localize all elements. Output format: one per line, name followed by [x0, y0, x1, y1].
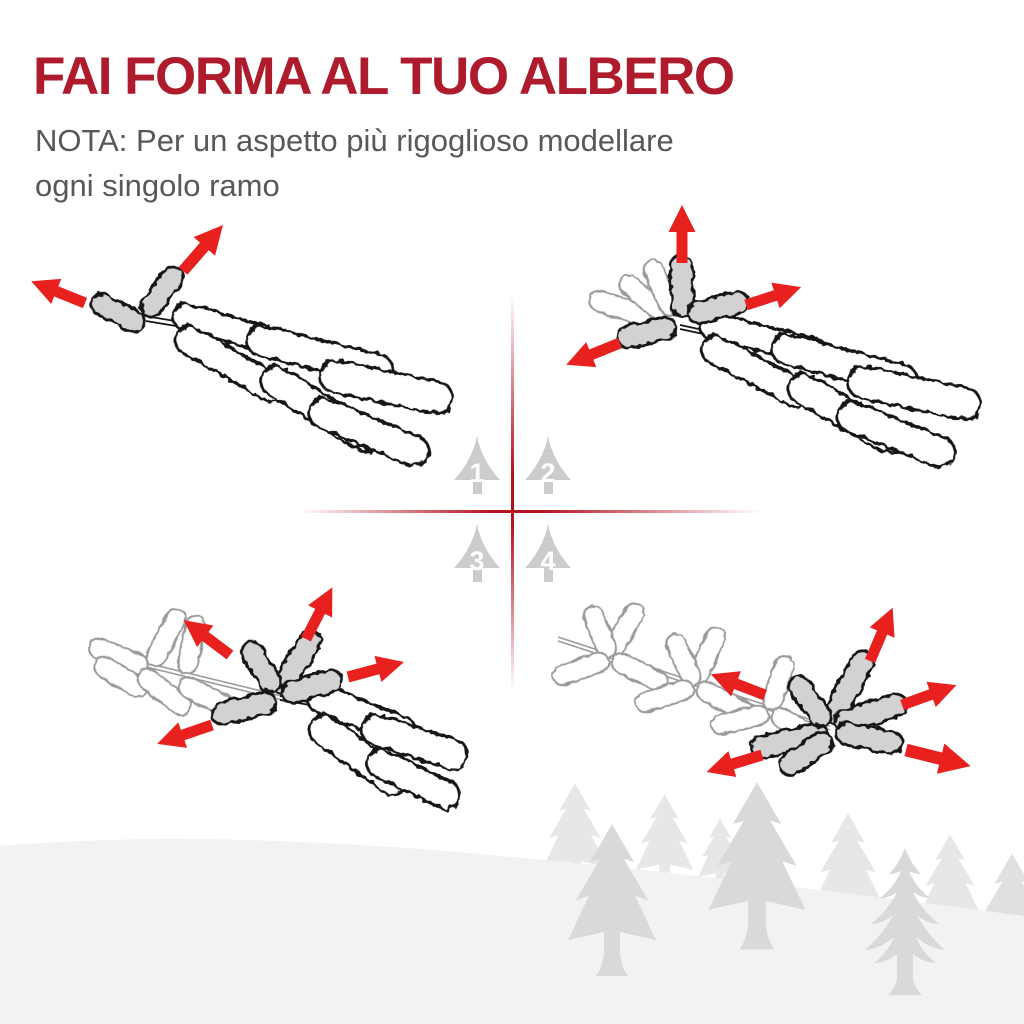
step-4-illustration	[551, 602, 975, 785]
step-2-illustration	[561, 205, 982, 469]
step-badge-3: 3	[454, 523, 500, 582]
bend-arrow-icon	[668, 205, 696, 263]
step-3-illustration	[88, 581, 469, 811]
shaped-branchlets	[89, 265, 185, 334]
step-1-illustration	[26, 215, 454, 468]
unshaped-branch-tail	[698, 311, 982, 469]
step-legend: 1 2 3 4	[454, 435, 571, 582]
step-badge-2: 2	[525, 435, 571, 494]
shaped-branchlets	[615, 253, 750, 350]
step-number-4: 4	[540, 546, 555, 576]
note-text: NOTA: Per un aspetto più rigoglioso mode…	[35, 118, 674, 208]
step-number-3: 3	[469, 546, 484, 576]
previous-position-ghosts	[88, 607, 236, 718]
bend-arrow-icon	[344, 648, 408, 691]
forest-backdrop	[0, 782, 1024, 1024]
bend-arrow-icon	[152, 712, 217, 757]
divider-horizontal-line	[299, 510, 761, 513]
unshaped-branch-tail	[305, 682, 469, 811]
shaped-branchlets	[749, 649, 909, 777]
bend-arrow-icon	[741, 274, 806, 318]
note-line-2: ogni singolo ramo	[35, 168, 280, 203]
step-badge-4: 4	[525, 523, 571, 582]
bend-arrow-icon	[561, 330, 626, 378]
unshaped-branch-tail	[170, 302, 454, 468]
previous-position-ghosts	[551, 602, 826, 749]
bend-arrow-icon	[26, 268, 91, 316]
page-title: FAI FORMA AL TUO ALBERO	[33, 47, 735, 106]
shaped-branchlets	[209, 628, 344, 726]
note-line-1: NOTA: Per un aspetto più rigoglioso mode…	[35, 123, 674, 158]
step-badge-1: 1	[454, 435, 500, 494]
divider-vertical-line	[511, 294, 514, 692]
step-number-2: 2	[540, 458, 555, 488]
step-number-1: 1	[469, 458, 484, 488]
